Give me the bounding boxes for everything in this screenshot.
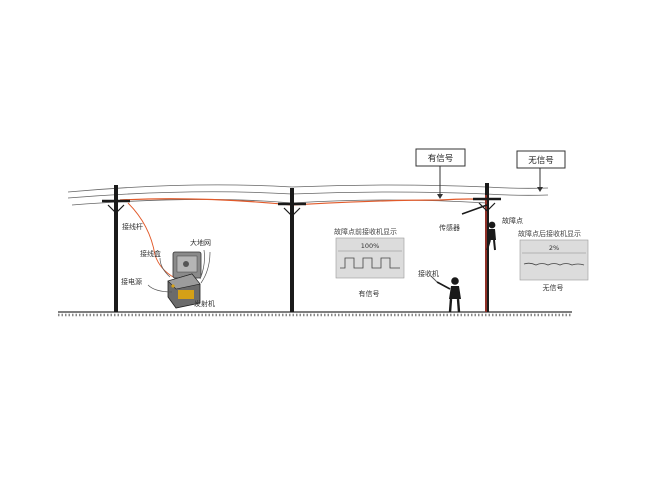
label-fault-point: 故障点: [502, 216, 523, 225]
pole-2: [278, 188, 306, 312]
worker-figure: [486, 221, 496, 251]
panel-before-caption: 有信号: [359, 289, 380, 298]
signal-sign-text: 有信号: [428, 153, 454, 164]
receiver-display-after: 故障点后接收机显示 2% 无信号: [518, 229, 589, 292]
faulted-conductor: [119, 198, 487, 206]
ground-line: [58, 311, 572, 317]
panel-after-title: 故障点后接收机显示: [518, 229, 581, 238]
panel-before-title: 故障点前接收机显示: [334, 227, 397, 236]
label-earth-net: 大地网: [190, 238, 211, 247]
transmitter-equipment: [147, 249, 211, 309]
no-signal-sign: 无信号: [516, 150, 566, 192]
test-lead: [127, 202, 176, 279]
label-sensor: 传感器: [439, 223, 460, 232]
receiver-display-before: 故障点前接收机显示 100% 有信号: [334, 227, 405, 298]
signal-sign: 有信号: [415, 148, 466, 199]
overhead-wires: [67, 184, 549, 206]
no-signal-sign-text: 无信号: [528, 155, 554, 166]
pole-1: [102, 185, 130, 312]
receiver-operator: [430, 275, 461, 313]
label-transmitter: 发射机: [194, 299, 215, 308]
panel-after-caption: 无信号: [543, 283, 564, 292]
label-ground: 接电源: [121, 277, 142, 286]
panel-after-percent: 2%: [549, 244, 559, 252]
panel-before-percent: 100%: [361, 242, 380, 250]
label-receiver: 接收机: [418, 269, 439, 278]
label-junction-box: 接线盒: [140, 249, 161, 258]
label-lead-rod: 接线杆: [122, 222, 143, 231]
